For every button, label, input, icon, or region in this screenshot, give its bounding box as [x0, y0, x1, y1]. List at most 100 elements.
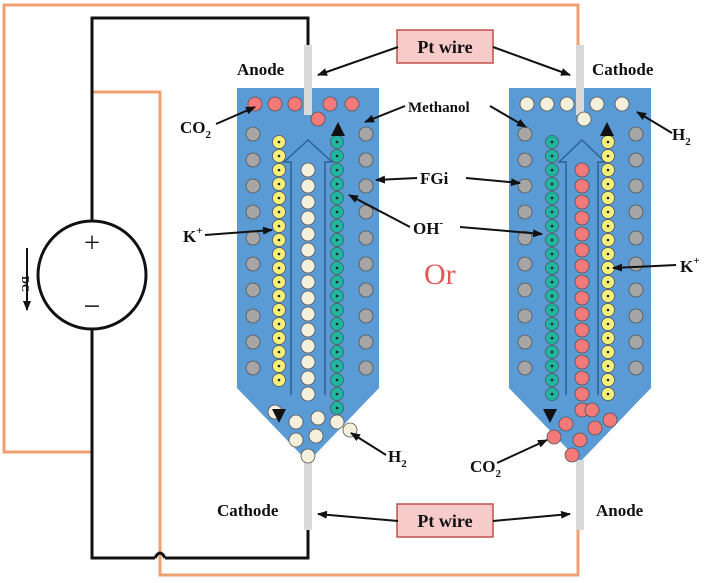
co2-particle — [344, 96, 360, 112]
oh-particle-dot — [335, 154, 339, 158]
oh-particle-dot — [550, 350, 554, 354]
k-particle-dot — [606, 336, 610, 340]
h2-particle — [300, 226, 316, 242]
oh-particle-dot — [550, 364, 554, 368]
h2-particle — [589, 96, 605, 112]
co2-particle — [602, 412, 618, 428]
pt-wire-bottom-label: Pt wire — [417, 511, 472, 531]
h2-particle — [329, 414, 345, 430]
oh-particle-dot — [550, 168, 554, 172]
h2-particle — [310, 410, 326, 426]
pointer-arrows — [204, 46, 677, 522]
k-particle-dot — [277, 322, 281, 326]
fgi-particle — [517, 178, 533, 194]
fgi-particle — [628, 308, 644, 324]
oh-particle-dot — [550, 378, 554, 382]
fgi-particle — [358, 334, 374, 350]
pt-wire-top-label: Pt wire — [417, 37, 472, 57]
fgi-particle — [358, 152, 374, 168]
k-particle-dot — [606, 378, 610, 382]
fgi-particle — [245, 334, 261, 350]
fgi-particle — [245, 230, 261, 246]
oh-particle-dot — [335, 392, 339, 396]
k-particle-dot — [277, 154, 281, 158]
pt-wire-top-box: Pt wire — [396, 29, 494, 64]
h2-particle — [576, 111, 592, 127]
h2-particle — [288, 432, 304, 448]
fgi-particle — [628, 178, 644, 194]
co2-particle — [322, 96, 338, 112]
fgi-particle — [358, 126, 374, 142]
h2-right-label: H2 — [672, 125, 691, 148]
h2-particle — [300, 274, 316, 290]
fgi-particle — [245, 308, 261, 324]
oh-particle-dot — [335, 308, 339, 312]
h2-particle — [539, 96, 555, 112]
black-wire — [90, 16, 310, 225]
k-left-label: K+ — [183, 225, 203, 246]
oh-particle-dot — [335, 182, 339, 186]
or-label: Or — [424, 258, 456, 291]
wire-crossing — [153, 551, 167, 559]
oh-particle-dot — [550, 182, 554, 186]
oh-particle-dot — [550, 392, 554, 396]
circuit-wires — [2, 3, 580, 577]
oh-particle-dot — [335, 364, 339, 368]
down-arrow-icon — [272, 409, 286, 423]
fgi-particle — [245, 152, 261, 168]
k-particle-dot — [606, 350, 610, 354]
fgi-particle — [245, 126, 261, 142]
left-bottom-electrode-label: Cathode — [217, 501, 279, 520]
oh-particle-dot — [335, 266, 339, 270]
fgi-particle — [517, 126, 533, 142]
k-particle-dot — [606, 238, 610, 242]
left-channel-arrow-icon — [282, 138, 334, 395]
black-wire-2 — [90, 330, 310, 560]
oh-particle-dot — [335, 252, 339, 256]
k-particle-dot — [277, 182, 281, 186]
fgi-particle — [245, 178, 261, 194]
right-bottom-electrode-label: Anode — [596, 501, 644, 520]
k-particle-dot — [606, 280, 610, 284]
left-top-electrode-label: Anode — [237, 60, 285, 79]
co2-particle — [574, 306, 590, 322]
k-particle-dot — [277, 238, 281, 242]
k-particle-dot — [277, 280, 281, 284]
oh-particle-dot — [550, 210, 554, 214]
k-particle-dot — [606, 168, 610, 172]
fgi-particle — [628, 126, 644, 142]
k-particle-dot — [277, 168, 281, 172]
k-particle-dot — [606, 224, 610, 228]
h2-particle — [300, 242, 316, 258]
fgi-particle — [517, 282, 533, 298]
oh-particle-dot — [335, 350, 339, 354]
co2-particle — [574, 178, 590, 194]
co2-particle — [587, 420, 603, 436]
h2-particle — [300, 306, 316, 322]
k-right-label: K+ — [680, 255, 700, 276]
k-particle-dot — [277, 266, 281, 270]
co2-particle — [574, 162, 590, 178]
co2-particle — [574, 338, 590, 354]
oh-particle-dot — [550, 280, 554, 284]
k-particle-dot — [277, 224, 281, 228]
h2-particle — [300, 162, 316, 178]
co2-particle — [574, 210, 590, 226]
k-particle-dot — [277, 350, 281, 354]
oh-particle-dot — [335, 294, 339, 298]
co2-particle — [558, 416, 574, 432]
co2-particle — [574, 290, 590, 306]
h2-particle — [300, 258, 316, 274]
dc-source-circle — [36, 219, 148, 331]
h2-particle — [300, 322, 316, 338]
oh-particle-dot — [550, 308, 554, 312]
fgi-particle — [358, 230, 374, 246]
oh-particle-dot — [550, 224, 554, 228]
h2-particle — [519, 96, 535, 112]
fgi-particle — [245, 204, 261, 220]
fgi-particle — [245, 282, 261, 298]
k-particle-dot — [277, 294, 281, 298]
k-particle-dot — [277, 252, 281, 256]
